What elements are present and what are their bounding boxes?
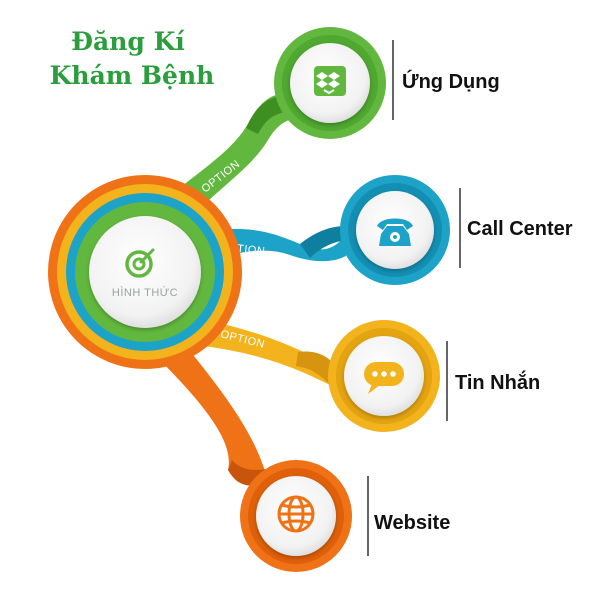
telephone-icon [377, 218, 413, 246]
dropbox-icon [314, 66, 346, 96]
globe-icon [277, 495, 315, 533]
target-icon [125, 248, 155, 278]
center-label: HÌNH THỨC [112, 286, 178, 299]
ribbon-app-fold [246, 96, 286, 134]
option-names: Ứng Dụng Call Center Tin Nhắn Website [374, 69, 573, 534]
option-app [274, 27, 386, 139]
ribbons [150, 94, 346, 486]
option-call-center [340, 175, 450, 285]
ribbon-website [150, 345, 268, 482]
option-name-app: Ứng Dụng [402, 69, 500, 93]
option-name-website: Website [374, 512, 450, 534]
option-website [240, 460, 352, 572]
center-hub: HÌNH THỨC [48, 175, 242, 369]
chat-bubble-icon [364, 362, 404, 394]
ribbon-app [165, 94, 300, 220]
page-title: Đăng Kí Khám Bệnh [50, 27, 215, 90]
title-line-2: Khám Bệnh [50, 61, 215, 90]
ribbon-call-center-fold [300, 226, 346, 258]
option-messages [328, 320, 440, 432]
dividers [367, 40, 461, 556]
option-name-call-center: Call Center [467, 218, 573, 240]
option-name-messages: Tin Nhắn [455, 370, 540, 394]
title-line-1: Đăng Kí [71, 27, 185, 56]
ribbon-messages-fold [296, 351, 332, 385]
ribbon-messages [195, 318, 330, 385]
